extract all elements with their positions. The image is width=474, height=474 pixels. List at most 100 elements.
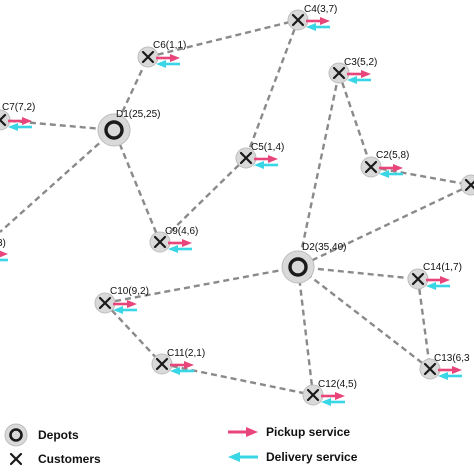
pickup-arrow-icon — [321, 392, 345, 400]
customer-label: C10(9,2) — [110, 286, 149, 297]
route-edge-c2-cr — [370, 165, 472, 187]
customer-cross-icon — [239, 151, 253, 165]
route-edge-d2-c14 — [297, 265, 419, 281]
customer-c10: C10(9,2) — [94, 286, 149, 314]
depot-halo — [97, 113, 131, 147]
delivery-arrow-icon — [254, 161, 278, 169]
legend-depots-label: Depots — [38, 428, 79, 442]
pickup-arrow-icon — [113, 300, 137, 308]
customer-label: C11(2,1) — [167, 348, 205, 359]
delivery-arrow-icon — [0, 258, 8, 262]
customer-cross-icon — [153, 235, 167, 249]
route-edge-c5-c9 — [159, 157, 247, 243]
depot-icon — [288, 257, 308, 277]
customer-cross-icon — [423, 362, 437, 376]
customer-cross-icon — [306, 388, 320, 402]
customer-cross-icon — [291, 13, 305, 27]
customer-c5: C5(1,4) — [235, 142, 284, 169]
legend-customer-icon — [9, 452, 23, 466]
route-edge-d1-c8 — [0, 129, 115, 233]
route-edge-c4-c5 — [244, 19, 300, 159]
routes-layer — [0, 18, 472, 397]
route-edge-c9-d1 — [112, 129, 162, 243]
pickup-arrow-icon — [379, 164, 403, 172]
customer-label: C3(5,2) — [344, 57, 377, 68]
delivery-arrow-icon — [306, 23, 330, 31]
customer-c2: C2(5,8) — [360, 150, 409, 178]
pickup-arrow-icon — [156, 54, 180, 62]
customer-label: C4(3,7) — [304, 4, 337, 15]
route-edge-d2-c10 — [104, 265, 299, 305]
customer-label: C14(1,7) — [423, 262, 462, 273]
customer-cross-icon — [141, 50, 155, 64]
pickup-arrow-icon — [8, 117, 32, 125]
pickup-arrow-icon — [426, 276, 450, 284]
legend-pickup-label: Pickup service — [266, 425, 350, 439]
pickup-arrow-icon — [254, 155, 278, 163]
delivery-arrow-icon — [347, 76, 371, 84]
customer-c13: C13(6,3 — [419, 353, 470, 380]
customer-halo — [460, 174, 474, 196]
delivery-arrow-icon — [170, 367, 194, 375]
customer-cross-icon — [464, 178, 474, 192]
customer-label: C2(5,8) — [376, 150, 409, 161]
legend-customers-label: Customers — [38, 452, 101, 466]
customer-c9: C9(4,6) — [149, 226, 198, 253]
customer-label: C7(7,2) — [2, 102, 35, 113]
customer-label: C9(4,6) — [165, 226, 198, 237]
pickup-arrow-icon — [0, 250, 8, 258]
legend-depot-icon — [4, 423, 28, 447]
customer-label: C13(6,3 — [434, 353, 470, 364]
customer-cross-icon — [98, 296, 112, 310]
customer-cross-icon — [0, 113, 7, 127]
customer-cross-icon — [155, 357, 169, 371]
route-edge-d2-c3 — [296, 72, 341, 268]
customer-label: C12(4,5) — [318, 379, 357, 390]
delivery-arrow-icon — [113, 306, 137, 314]
delivery-arrow-icon — [168, 245, 192, 253]
route-edge-c14-c13 — [416, 278, 432, 370]
customer-cross-icon — [332, 66, 346, 80]
nodes-layer: D1(25,25) D2(35,40) C2(5,8) C3(5,2) C4(3,7) C… — [0, 4, 474, 406]
depot-icon — [104, 120, 124, 140]
depot-halo — [281, 250, 315, 284]
legend-delivery-label: Delivery service — [266, 450, 358, 464]
pickup-arrow-icon — [168, 239, 192, 247]
customer-c12: C12(4,5) — [302, 379, 357, 406]
delivery-arrow-icon — [321, 398, 345, 406]
depot-label: D1(25,25) — [116, 109, 160, 120]
customer-c6: C6(1,1) — [137, 40, 186, 68]
delivery-arrow-icon — [156, 60, 180, 68]
pickup-arrow-icon — [347, 70, 371, 78]
pickup-arrow-icon — [170, 361, 194, 369]
route-edge-c12-d2 — [296, 266, 315, 396]
delivery-arrow-icon — [426, 282, 450, 290]
legend-delivery-arrow-icon — [228, 452, 258, 462]
customer-c4: C4(3,7) — [287, 4, 337, 31]
customer-cross-icon — [364, 160, 378, 174]
customer-c11: C11(2,1) — [151, 348, 205, 375]
legend: Depots Customers Pickup service Delivery… — [4, 423, 358, 466]
route-edge-c6-c4 — [147, 18, 299, 59]
customer-cr — [460, 174, 474, 196]
pickup-arrow-icon — [306, 17, 330, 25]
route-edge-c10-c11 — [104, 302, 163, 365]
route-edge-c13-d2 — [297, 266, 431, 370]
customer-c3: C3(5,2) — [328, 57, 377, 84]
legend-pickup-arrow-icon — [228, 427, 258, 437]
customer-c14: C14(1,7) — [407, 262, 462, 290]
customer-label: C5(1,4) — [251, 142, 284, 153]
depot-d1: D1(25,25) — [97, 109, 160, 147]
depot-label: D2(35,40) — [302, 242, 346, 253]
customer-c7: C7(7,2) — [0, 102, 35, 131]
customer-label: 3) — [0, 238, 6, 249]
delivery-arrow-icon — [438, 372, 462, 380]
customer-label: C6(1,1) — [153, 40, 186, 51]
route-edge-cr-d2 — [297, 183, 472, 269]
route-edge-c3-c2 — [337, 72, 373, 168]
route-edge-c7-d1 — [0, 118, 115, 132]
delivery-arrow-icon — [379, 170, 403, 178]
customer-c8: 3) — [0, 238, 8, 262]
depot-d2: D2(35,40) — [281, 242, 346, 284]
